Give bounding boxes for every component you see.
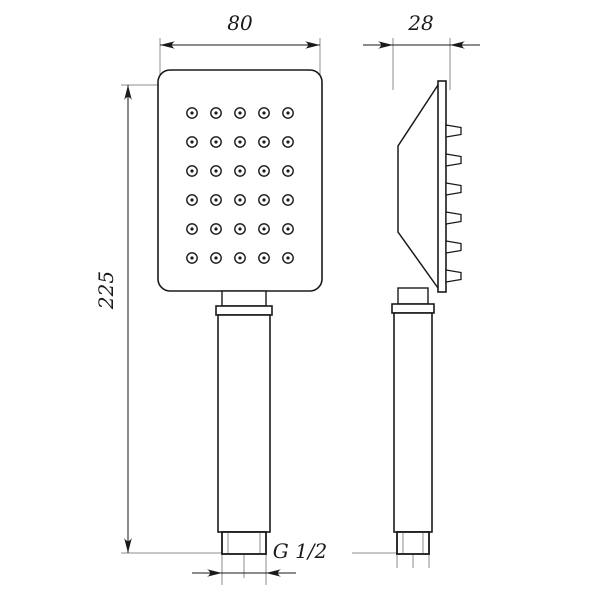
nozzle-hole-center <box>262 198 266 202</box>
nozzle-hole-center <box>286 198 290 202</box>
side-handle-collar <box>391 303 435 314</box>
handle-body <box>217 314 271 533</box>
side-nozzle <box>445 153 462 167</box>
nozzle-hole-center <box>286 256 290 260</box>
nozzle-hole-center <box>214 140 218 144</box>
nozzle-hole-center <box>238 169 242 173</box>
side-nozzle <box>445 269 462 283</box>
side-handle-body <box>393 312 433 533</box>
nozzle-hole-center <box>262 256 266 260</box>
nozzle-hole-center <box>286 169 290 173</box>
spray-faceplate <box>437 80 447 293</box>
nozzle-hole-center <box>286 111 290 115</box>
side-thread-connector <box>396 531 430 555</box>
nozzle-hole-center <box>238 198 242 202</box>
nozzle-hole-center <box>214 169 218 173</box>
nozzle-hole-center <box>262 140 266 144</box>
side-nozzle <box>445 182 462 196</box>
dimension-annotations <box>124 41 480 577</box>
nozzle-hole-center <box>238 111 242 115</box>
nozzle-hole-center <box>190 227 194 231</box>
side-nozzle <box>445 240 462 254</box>
nozzle-hole-center <box>262 169 266 173</box>
side-nozzle <box>445 124 462 138</box>
head-body-profile <box>397 84 439 289</box>
height-dimension-label: 225 <box>94 271 118 310</box>
thread-dimension-label: G 1/2 <box>273 539 328 563</box>
front-view <box>157 69 323 555</box>
nozzle-hole-center <box>190 198 194 202</box>
nozzle-hole-grid <box>186 107 294 264</box>
nozzle-hole-center <box>190 111 194 115</box>
nozzle-hole-center <box>238 256 242 260</box>
nozzle-hole-center <box>190 140 194 144</box>
handle-collar <box>215 305 273 316</box>
nozzle-hole-center <box>262 227 266 231</box>
head-neck <box>221 290 267 307</box>
nozzle-hole-center <box>214 198 218 202</box>
nozzle-hole-center <box>190 169 194 173</box>
side-head-neck <box>397 287 429 305</box>
nozzle-hole-center <box>286 140 290 144</box>
nozzle-hole-center <box>214 227 218 231</box>
nozzle-hole-center <box>190 256 194 260</box>
nozzle-hole-center <box>286 227 290 231</box>
thread-connector-lines <box>227 533 261 553</box>
width-dimension-label: 80 <box>227 11 253 35</box>
nozzle-hole-center <box>214 256 218 260</box>
nozzle-hole-center <box>262 111 266 115</box>
thread-connector <box>221 531 267 555</box>
side-view <box>391 80 462 555</box>
depth-dimension-label: 28 <box>407 11 433 35</box>
side-nozzle <box>445 211 462 225</box>
nozzle-hole-center <box>238 227 242 231</box>
side-thread-connector-lines <box>402 533 424 553</box>
nozzle-hole-center <box>214 111 218 115</box>
nozzle-hole-center <box>238 140 242 144</box>
side-nozzle-row <box>445 124 462 283</box>
